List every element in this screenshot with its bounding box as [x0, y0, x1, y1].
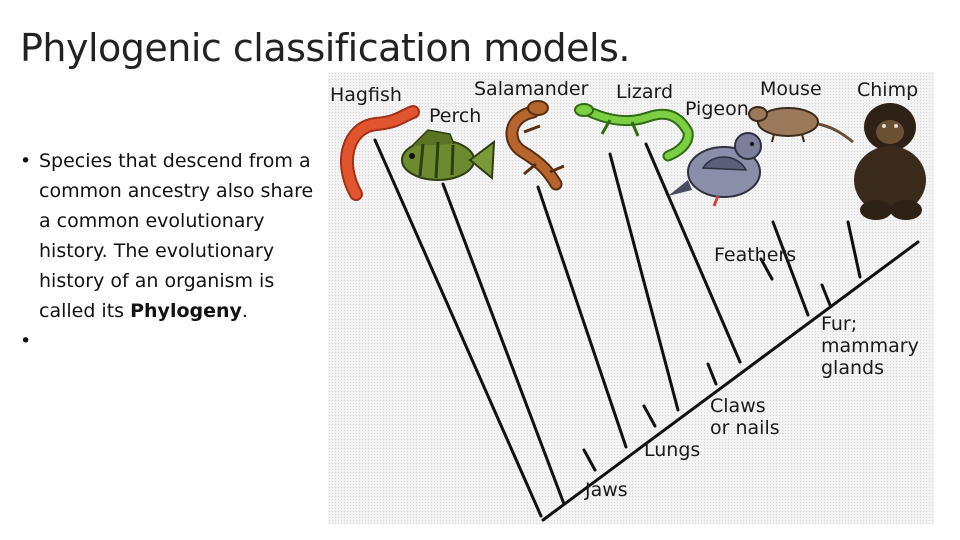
bullet-text-end: . — [242, 300, 248, 322]
label-jaws: Jaws — [585, 479, 628, 501]
tick-fur — [822, 285, 830, 305]
label-fur: Fur; mammary glands — [821, 313, 919, 379]
label-lizard: Lizard — [616, 81, 673, 103]
label-fur-line2: mammary — [821, 335, 919, 357]
label-salamander: Salamander — [474, 78, 588, 100]
branch-salamander — [538, 187, 626, 447]
bullet-dot: • — [20, 146, 31, 176]
chimp-illustration — [854, 103, 926, 220]
tick-jaws — [584, 450, 595, 470]
label-claws-line2: or nails — [710, 417, 780, 439]
branch-mouse — [773, 222, 808, 315]
bullet-item: • Species that descend from a common anc… — [20, 146, 320, 326]
tick-lungs — [644, 406, 655, 426]
lizard-illustration — [575, 104, 688, 156]
salamander-illustration — [512, 101, 564, 184]
bullet-bold-term: Phylogeny — [130, 300, 242, 322]
branch-hagfish — [375, 140, 541, 516]
label-hagfish: Hagfish — [330, 84, 402, 106]
label-mouse: Mouse — [760, 78, 822, 100]
perch-illustration — [402, 130, 494, 180]
branch-pigeon — [658, 172, 740, 362]
branch-chimp — [848, 222, 860, 277]
cladogram-svg — [328, 72, 934, 524]
label-perch: Perch — [429, 105, 481, 127]
label-fur-line3: glands — [821, 357, 919, 379]
tick-claws — [708, 364, 716, 384]
branch-pigeon-upper — [646, 144, 658, 172]
label-claws: Claws or nails — [710, 395, 780, 439]
slide-title: Phylogenic classification models. — [20, 26, 630, 70]
label-fur-line1: Fur; — [821, 313, 919, 335]
branch-perch — [443, 184, 564, 504]
label-claws-line1: Claws — [710, 395, 780, 417]
label-pigeon: Pigeon — [685, 98, 749, 120]
label-chimp: Chimp — [857, 79, 918, 101]
cladogram-figure: Hagfish Perch Salamander Lizard Pigeon M… — [328, 72, 934, 524]
bullet-text: Species that descend from a common ances… — [39, 150, 313, 322]
bullet-list: • Species that descend from a common anc… — [20, 146, 320, 326]
bullet-dot: • — [20, 326, 31, 356]
mouse-illustration — [749, 107, 853, 142]
label-lungs: Lungs — [644, 439, 700, 461]
label-feathers: Feathers — [714, 244, 796, 266]
